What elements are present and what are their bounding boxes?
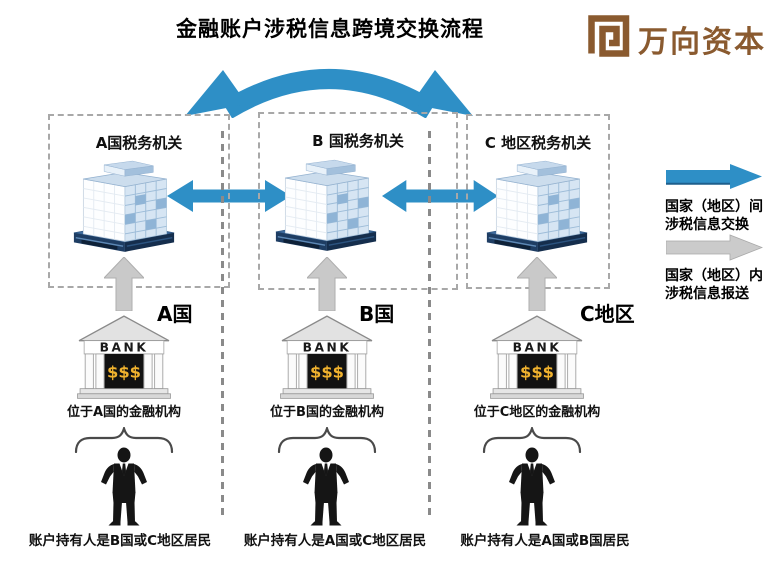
- tax-authority-label-a: A国税务机关: [95, 134, 183, 152]
- tax-authority-box-b: B 国税务机关: [258, 112, 458, 290]
- legend-exchange-arrow-icon: [666, 164, 762, 189]
- account-holder-label-b: 账户持有人是A国或C地区居民: [243, 533, 427, 549]
- bank-money-text: $$$: [310, 362, 344, 381]
- account-holder-label-a: 账户持有人是B国或C地区居民: [28, 533, 212, 549]
- bank-icon: BANK $$$: [490, 315, 584, 399]
- tax-authority-box-a: A国税务机关: [48, 114, 230, 288]
- tax-authority-label-c: C 地区税务机关: [484, 134, 592, 152]
- report-up-arrow-icon: [103, 257, 145, 311]
- top-exchange-curved-arrow-icon: [185, 69, 473, 118]
- region-label-c: C地区: [580, 302, 635, 326]
- institution-label-c: 位于C地区的金融机构: [473, 405, 601, 420]
- bank-icon: BANK $$$: [77, 315, 171, 399]
- region-label-b: B国: [359, 302, 395, 326]
- bank-money-text: $$$: [107, 362, 141, 381]
- account-holder-label-c: 账户持有人是A国或B国居民: [460, 533, 630, 549]
- office-building-icon: [485, 158, 589, 253]
- legend-exchange-label-line2: 涉税信息交换: [665, 217, 749, 233]
- bank-money-text: $$$: [520, 362, 554, 381]
- legend-exchange-label-line1: 国家（地区）间: [665, 199, 763, 215]
- region-label-a: A国: [157, 302, 193, 326]
- column-divider: [221, 131, 224, 520]
- logo-text: 万向资本: [638, 25, 766, 60]
- person-icon: [507, 447, 557, 527]
- legend-report-arrow-icon: [666, 234, 763, 261]
- office-building-icon: [72, 158, 176, 253]
- page-title: 金融账户涉税信息跨境交换流程: [176, 16, 484, 41]
- legend-report-label-line2: 涉税信息报送: [665, 286, 749, 302]
- institution-label-b: 位于B国的金融机构: [270, 405, 384, 420]
- bank-icon: BANK $$$: [280, 315, 374, 399]
- column-divider: [428, 131, 431, 520]
- institution-label-a: 位于A国的金融机构: [66, 405, 182, 420]
- report-up-arrow-icon: [516, 257, 558, 311]
- person-icon: [301, 447, 351, 527]
- bank-sign-text: BANK: [100, 340, 149, 354]
- bank-sign-text: BANK: [303, 340, 352, 354]
- bank-sign-text: BANK: [513, 340, 562, 354]
- exchange-arrow-b-c-icon: [382, 180, 498, 212]
- report-up-arrow-icon: [306, 257, 348, 311]
- tax-authority-label-b: B 国税务机关: [312, 132, 404, 150]
- person-icon: [99, 447, 149, 527]
- logo-spiral-icon: [588, 15, 630, 57]
- office-building-icon: [274, 157, 378, 252]
- legend-report-label-line1: 国家（地区）内: [665, 268, 763, 284]
